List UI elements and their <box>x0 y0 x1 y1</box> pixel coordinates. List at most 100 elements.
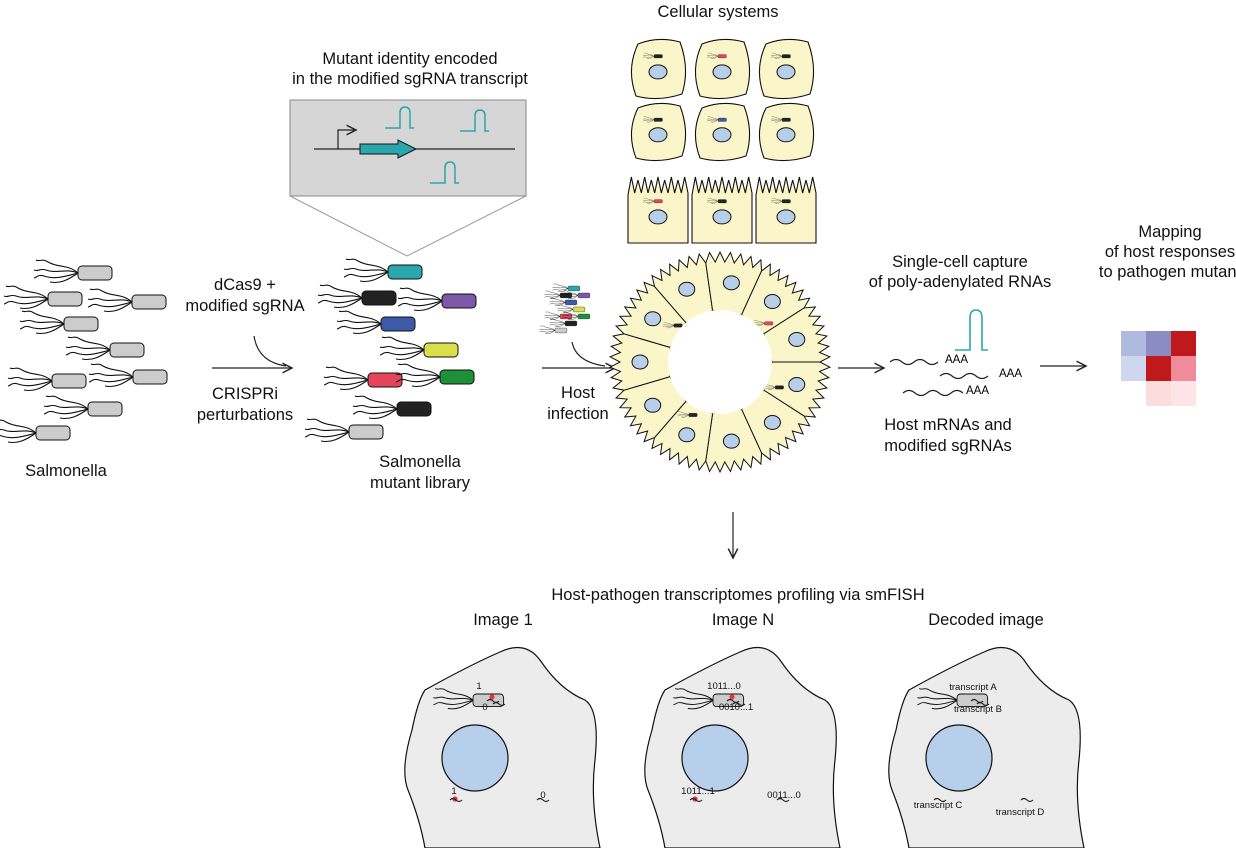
organoid-cell <box>651 252 714 324</box>
bacterium-icon <box>87 288 167 313</box>
code-label-b: 0 <box>482 702 487 713</box>
bacterium-icon <box>3 285 83 310</box>
curved-arrow <box>571 341 606 367</box>
code-label-c: 1 <box>451 786 456 797</box>
mrna-molecules <box>889 358 989 397</box>
nucleus <box>631 354 649 370</box>
organoid-cell <box>763 306 832 363</box>
polya-1: AAA <box>945 354 968 366</box>
fish-spot <box>489 694 495 700</box>
bacterium-icon <box>562 290 591 299</box>
nucleus <box>712 64 732 80</box>
organoid-cell <box>740 389 811 461</box>
bacterium-icon <box>43 395 123 420</box>
polya-3: AAA <box>966 385 989 397</box>
bacterium-icon <box>379 336 459 361</box>
sgrna-hairpin-icon <box>955 309 988 351</box>
bacterium-icon <box>88 363 168 388</box>
host-cell <box>691 176 753 244</box>
organoid-cell <box>763 361 832 418</box>
bacterium-icon <box>323 366 403 391</box>
organoid-cell <box>705 250 763 316</box>
heatmap-cell <box>1171 331 1196 356</box>
organoid-cell <box>608 333 671 391</box>
transcript-icon <box>1020 797 1034 803</box>
nucleus <box>648 209 668 225</box>
nucleus <box>681 724 749 792</box>
nucleus <box>722 433 740 449</box>
bacterium-icon <box>642 52 663 59</box>
salmonella-population <box>0 259 168 444</box>
nucleus <box>788 331 806 347</box>
bacterium-icon <box>706 52 727 59</box>
sgrna-transcript-inset <box>289 99 527 257</box>
bacterium-icon <box>753 320 774 326</box>
transcript-icon <box>976 701 990 707</box>
bacterium-icon <box>352 395 432 420</box>
library-label-1: Salmonella <box>379 453 461 471</box>
bacterium-icon <box>642 116 663 123</box>
code-label-b: 0010...1 <box>719 702 753 713</box>
nucleus <box>788 377 806 393</box>
cellular-systems-title: Cellular systems <box>657 3 778 21</box>
organoid-cell <box>705 408 763 474</box>
heatmap-cell <box>1121 356 1146 381</box>
panel-title: Image 1 <box>473 611 533 629</box>
bacterium-icon <box>544 290 573 299</box>
heatmap-cell <box>1171 381 1196 406</box>
bacterium-icon <box>770 116 791 123</box>
transcript-icon <box>933 797 947 803</box>
curved-arrow <box>253 335 287 367</box>
capture-bottom-2: modified sgRNAs <box>884 437 1011 455</box>
host-cell <box>630 102 687 162</box>
promoter-icon <box>337 130 356 149</box>
bacterium-icon <box>677 411 698 418</box>
nucleus <box>712 209 732 225</box>
bacterium-icon <box>19 310 99 335</box>
bacterium-icon <box>557 304 586 313</box>
code-label-a: transcript A <box>949 682 997 693</box>
bacterium-icon <box>770 197 791 204</box>
panel-title: Decoded image <box>928 611 1044 629</box>
heatmap-cell <box>1146 331 1171 356</box>
host-cell <box>694 102 751 162</box>
code-label-c: 1011...1 <box>681 786 715 797</box>
gene-arrow-icon <box>359 139 418 159</box>
host-cell <box>755 176 817 244</box>
mutant-library <box>304 258 477 443</box>
bacterium-icon <box>0 419 71 444</box>
salmonella-label: Salmonella <box>25 462 107 480</box>
code-label-a: 1 <box>476 681 481 692</box>
mapping-title-1: Mapping <box>1138 223 1201 241</box>
code-label-d: 0 <box>540 790 545 801</box>
transcript-icon <box>536 797 550 803</box>
nucleus <box>678 281 696 297</box>
host-cell <box>758 102 815 162</box>
perturbations-label: perturbations <box>197 406 293 424</box>
organoid-cell <box>614 376 687 443</box>
host-cell <box>627 176 689 244</box>
organoid-cell <box>740 263 811 335</box>
polya-2: AAA <box>999 368 1022 380</box>
bacterium-icon <box>397 287 477 312</box>
code-label-d: transcript D <box>996 807 1045 818</box>
nucleus <box>776 209 796 225</box>
capture-title-1: Single-cell capture <box>892 253 1028 271</box>
smfish-title: Host-pathogen transcriptomes profiling v… <box>551 586 924 604</box>
code-label-a: 1011...0 <box>707 681 741 692</box>
smfish-panel: Image N 1011...0 0010...1 1011...1 0011...0 <box>644 611 841 848</box>
bacterium-icon <box>549 297 578 306</box>
nucleus <box>776 64 796 80</box>
nucleus <box>776 127 796 143</box>
nucleus <box>648 127 668 143</box>
code-label-d: 0011...0 <box>767 790 801 801</box>
heatmap-cell <box>1146 356 1171 381</box>
host-label: Host <box>561 384 595 402</box>
heatmap-cell <box>1171 356 1196 381</box>
nucleus <box>644 397 662 413</box>
panel-title: Image N <box>712 611 774 629</box>
nucleus <box>441 724 509 792</box>
capture-bottom-1: Host mRNAs and <box>884 416 1011 434</box>
library-label-2: mutant library <box>370 474 471 492</box>
